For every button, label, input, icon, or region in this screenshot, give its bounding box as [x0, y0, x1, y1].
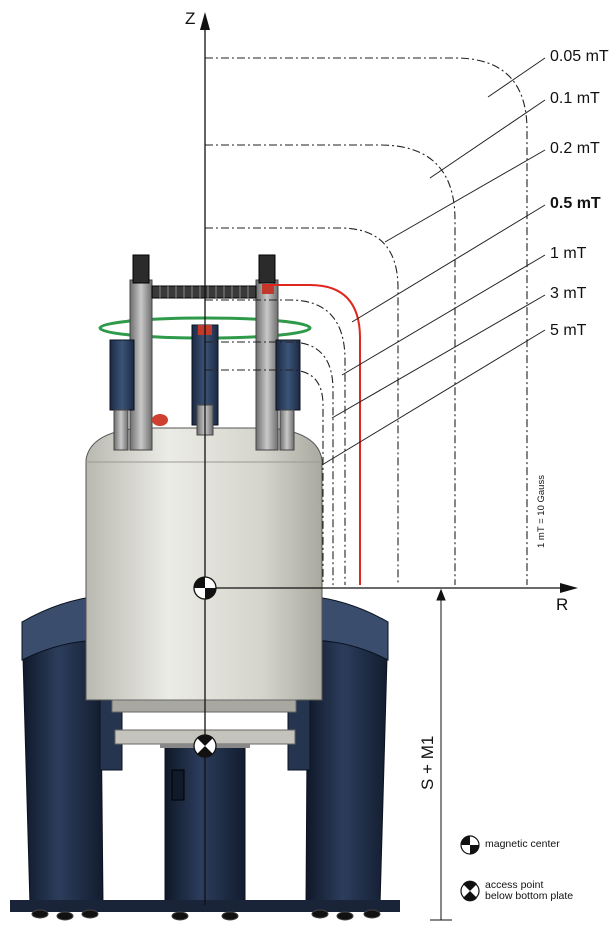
legend-access-point-label-1: access point [485, 879, 544, 891]
z-axis-label: Z [185, 9, 196, 28]
contour-label-0-2: 0.2 mT [550, 140, 600, 157]
leader-lines [321, 57, 546, 466]
dimension-label: S + M1 [418, 735, 437, 790]
contour-label-0-05: 0.05 mT [550, 48, 609, 65]
contour-0-05-mt [205, 57, 528, 585]
contour-label-3: 3 mT [550, 285, 587, 302]
magnet-body [85, 427, 323, 748]
legend-access-point-label-2: below bottom plate [485, 890, 574, 902]
legend-magnetic-center-icon [460, 835, 480, 855]
field-contours [205, 57, 528, 585]
contour-0-1-mt [205, 144, 456, 585]
legend-magnetic-center-label: magnetic center [485, 838, 560, 850]
contour-0-2-mt [205, 227, 399, 585]
contour-label-0-1: 0.1 mT [550, 90, 600, 107]
contour-5-mt [205, 369, 324, 585]
dimension-line [430, 588, 452, 921]
contour-label-1: 1 mT [550, 245, 587, 262]
r-axis-label: R [556, 595, 569, 614]
contour-1-mt [205, 299, 346, 585]
legend-access-point-icon [460, 880, 480, 902]
contour-label-0-5: 0.5 mT [550, 195, 601, 212]
contour-3-mt [205, 341, 334, 585]
conversion-note: 1 mT = 10 Gauss [536, 475, 547, 548]
legend-symbols [460, 835, 480, 902]
access-point-marker [193, 734, 217, 758]
contour-label-5: 5 mT [550, 322, 587, 339]
magnetic-center-marker [193, 576, 217, 600]
contour-0-5-mt [265, 284, 361, 585]
